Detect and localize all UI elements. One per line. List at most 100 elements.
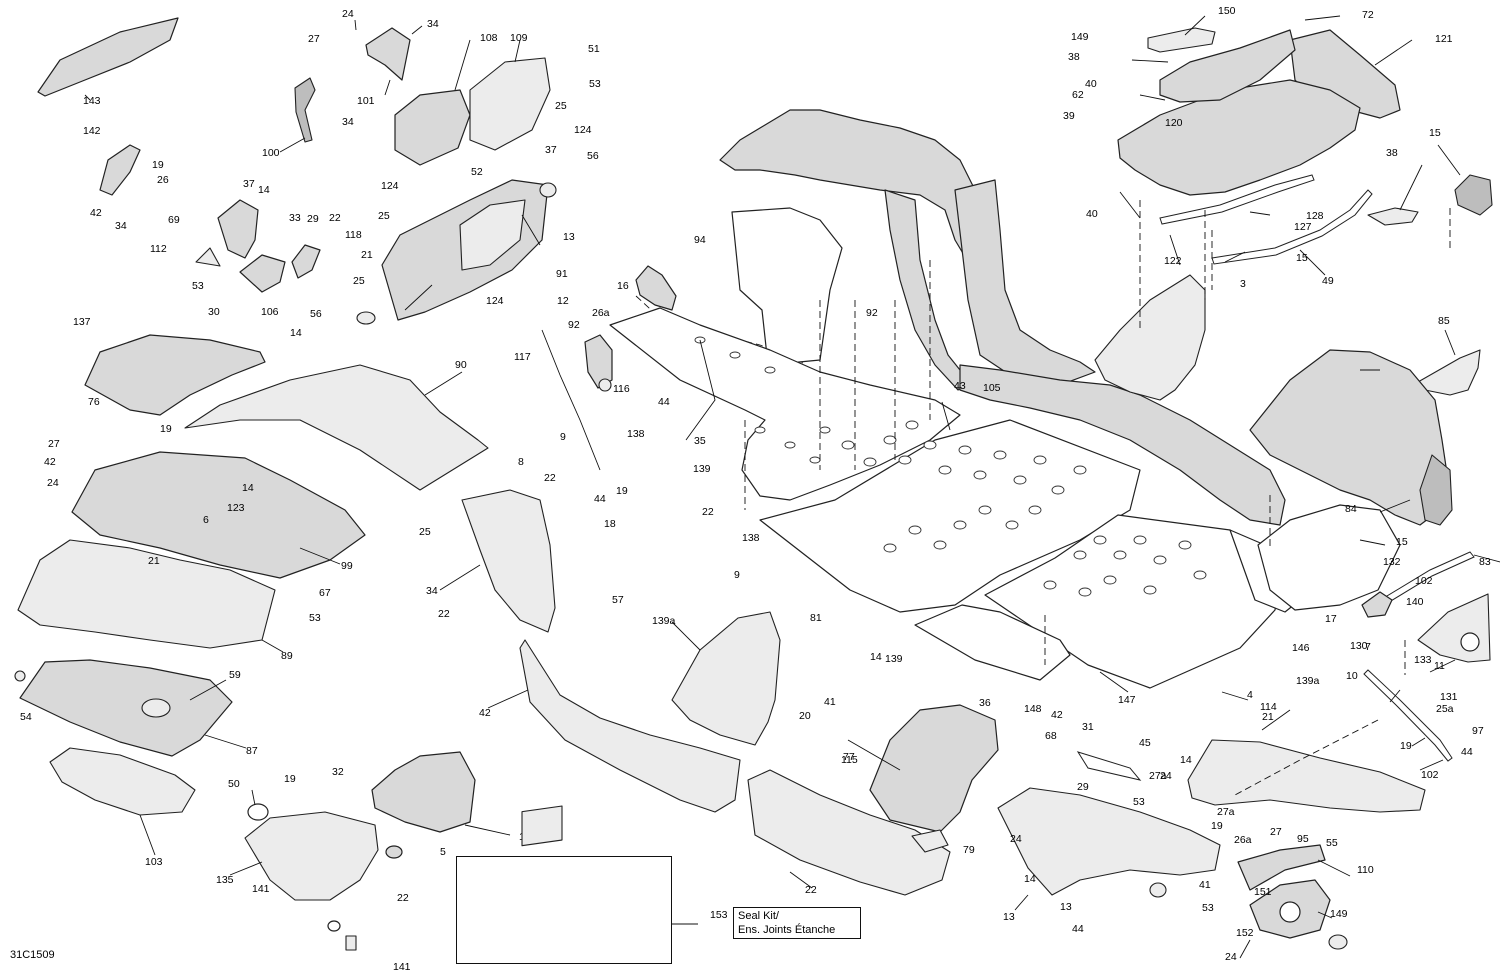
part-92-rod <box>541 329 601 471</box>
callout-27a: 27a <box>1149 770 1167 782</box>
part-56 <box>539 182 557 198</box>
callout-19: 19 <box>152 159 164 171</box>
callout-139: 139 <box>885 653 903 665</box>
callout-94: 94 <box>694 234 706 246</box>
seal-kit-label: Seal Kit/ Ens. Joints Étanche <box>733 907 861 939</box>
part-81 <box>671 611 781 746</box>
floor-holes <box>694 336 1207 597</box>
part-142 <box>99 144 141 196</box>
part-50 <box>247 803 269 821</box>
callout-53: 53 <box>1133 796 1145 808</box>
callout-90: 90 <box>455 359 467 371</box>
part-frame-rail <box>959 364 1286 526</box>
part-114 <box>1417 593 1491 663</box>
callout-53: 53 <box>589 78 601 90</box>
callout-143: 143 <box>83 95 101 107</box>
callout-13: 13 <box>1060 901 1072 913</box>
callout-40: 40 <box>1085 78 1097 90</box>
part-106 <box>239 254 286 293</box>
callout-51: 51 <box>588 43 600 55</box>
assembly-lines <box>744 200 1451 796</box>
seal-kit-line2: Ens. Joints Étanche <box>738 924 836 936</box>
callout-43: 43 <box>954 380 966 392</box>
callout-9: 9 <box>560 431 566 443</box>
callout-108: 108 <box>480 32 498 44</box>
callout-110: 110 <box>1357 864 1374 876</box>
callout-22: 22 <box>544 472 556 484</box>
callout-3: 3 <box>1240 278 1246 290</box>
callout-124: 124 <box>574 124 592 136</box>
callout-49: 49 <box>1322 275 1334 287</box>
callout-34: 34 <box>426 585 438 597</box>
callout-38: 38 <box>1068 51 1080 63</box>
callout-26a: 26a <box>592 307 610 319</box>
callout-15: 15 <box>1396 536 1408 548</box>
part-102 <box>1257 504 1401 611</box>
callout-20: 20 <box>799 710 811 722</box>
callout-100: 100 <box>262 147 280 159</box>
callout-55: 55 <box>1326 837 1338 849</box>
part-99 <box>71 451 366 579</box>
callout-57: 57 <box>612 594 624 606</box>
part-110 <box>1237 844 1326 891</box>
callout-34: 34 <box>342 116 354 128</box>
callout-7: 7 <box>1365 641 1371 653</box>
callout-69: 69 <box>168 214 180 226</box>
callout-42: 42 <box>90 207 102 219</box>
callout-137: 137 <box>73 316 91 328</box>
callout-146: 146 <box>1292 642 1310 654</box>
callout-18: 18 <box>604 518 616 530</box>
callout-105: 105 <box>983 382 1001 394</box>
callout-132: 132 <box>1383 556 1401 568</box>
callout-149: 149 <box>1330 908 1348 920</box>
callout-31: 31 <box>1082 721 1094 733</box>
seal-kit-inset <box>456 856 672 964</box>
callout-72: 72 <box>1362 9 1374 21</box>
callout-139a: 139a <box>652 615 676 627</box>
part-89 <box>17 539 276 649</box>
callout-13: 13 <box>563 231 575 243</box>
part-68 <box>1076 751 1142 781</box>
callout-124: 124 <box>486 295 504 307</box>
callout-122: 122 <box>1164 255 1182 267</box>
callout-102: 102 <box>1421 769 1439 781</box>
callout-56: 56 <box>310 308 322 320</box>
callout-14: 14 <box>1024 873 1036 885</box>
callout-130: 130 <box>1350 640 1368 652</box>
callout-92: 92 <box>866 307 878 319</box>
callout-34: 34 <box>427 18 439 30</box>
part-137 <box>84 334 266 416</box>
callout-89: 89 <box>281 650 293 662</box>
callout-8: 8 <box>518 456 524 468</box>
part-108 <box>394 89 471 166</box>
part-95 <box>997 787 1221 896</box>
part-frame-right <box>954 179 1096 386</box>
callout-53: 53 <box>309 612 321 624</box>
callout-4: 4 <box>1247 689 1253 701</box>
callout-44: 44 <box>1461 746 1473 758</box>
part-101 <box>365 27 411 81</box>
part-120 <box>1159 29 1296 103</box>
part-55 <box>1328 934 1348 950</box>
callout-54: 54 <box>20 711 32 723</box>
callout-39: 39 <box>1063 110 1075 122</box>
part-84 <box>1211 189 1373 265</box>
callout-25: 25 <box>378 210 390 222</box>
callout-91: 91 <box>556 268 568 280</box>
part-116 <box>584 334 613 389</box>
callout-99: 99 <box>341 560 353 572</box>
callout-141: 141 <box>393 961 411 973</box>
callout-22: 22 <box>329 212 341 224</box>
callout-114: 114 <box>1260 701 1277 713</box>
part-138 <box>598 378 612 392</box>
callout-25a: 25a <box>1436 703 1454 715</box>
part-frame-tower <box>1094 274 1206 401</box>
callout-37: 37 <box>545 144 557 156</box>
callout-14: 14 <box>1180 754 1192 766</box>
callout-27: 27 <box>48 438 60 450</box>
callout-19: 19 <box>1211 820 1223 832</box>
callout-24: 24 <box>342 8 354 20</box>
callout-19: 19 <box>160 423 172 435</box>
callout-116: 116 <box>613 383 630 395</box>
